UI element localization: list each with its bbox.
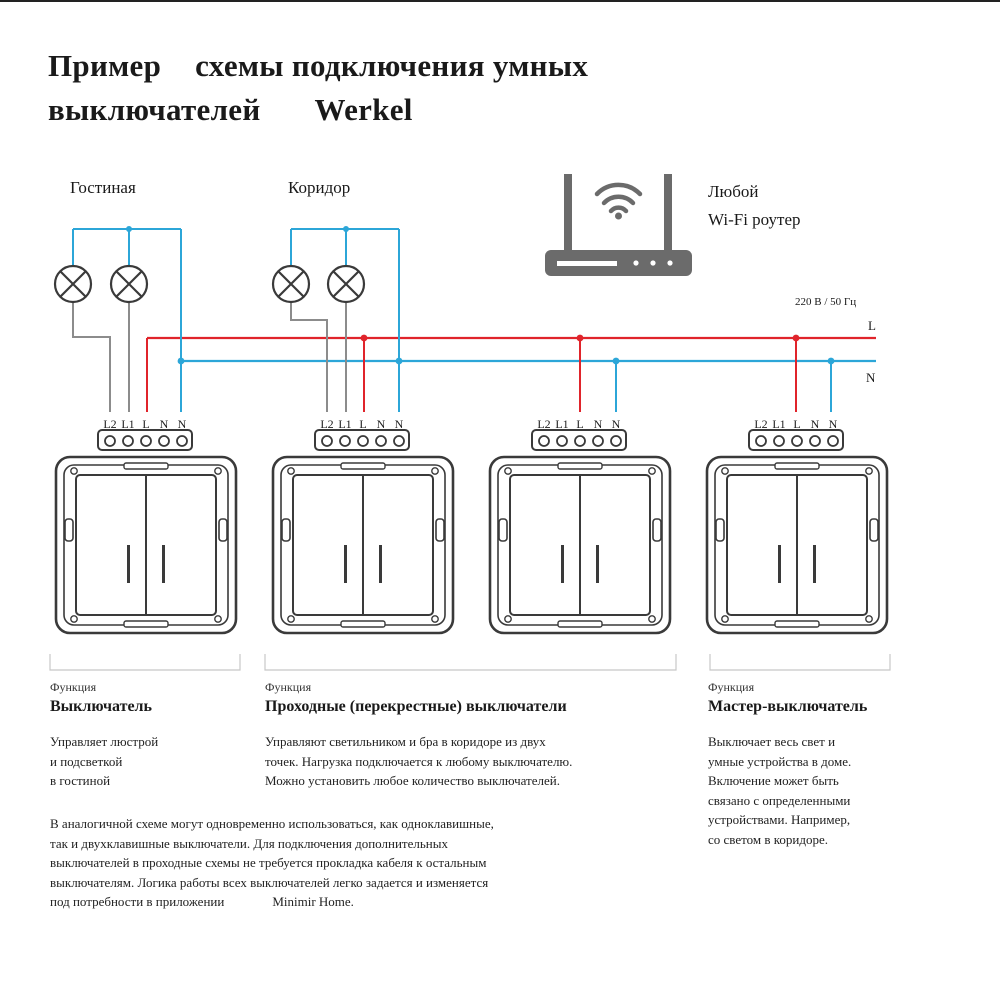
function-label-2: Функция [265, 680, 312, 694]
router-label: Любой Wi-Fi роутер [708, 178, 801, 234]
title-brand: Werkel [314, 92, 413, 127]
corridor-wiring [290, 228, 400, 412]
terminal-label: N [395, 417, 404, 431]
lamp-icon [326, 264, 366, 304]
terminal-label: L2 [103, 417, 116, 431]
note-line: под потребности в приложении Minimir Home… [50, 892, 570, 912]
note-line: выключателям. Логика работы всех выключа… [50, 874, 489, 890]
terminal-label: L1 [555, 417, 568, 431]
terminal-label: L [793, 417, 800, 431]
top-border [0, 0, 1000, 2]
title-word-1: Пример [48, 48, 162, 83]
terminal-label: L2 [754, 417, 767, 431]
terminal-label: N [829, 417, 838, 431]
app-name: Minimir Home. [272, 894, 354, 909]
note-line: так и двухклавишные выключатели. Для под… [50, 835, 448, 851]
lamp-icon [271, 264, 311, 304]
function-desc-1: Управляет люстрой и подсветкой в гостино… [50, 732, 158, 791]
terminal-label: L [359, 417, 366, 431]
page-title: Пример схемы подключения умных выключател… [48, 44, 748, 132]
terminal-label: L1 [772, 417, 785, 431]
desc-line: устройствами. Например, [708, 812, 851, 827]
function-title-1: Выключатель [50, 698, 152, 715]
function-brackets [49, 654, 891, 671]
terminal-label: L1 [338, 417, 351, 431]
terminal-label: N [612, 417, 621, 431]
desc-line: со светом в коридоре. [708, 831, 828, 847]
function-title-3: Мастер-выключатель [708, 698, 868, 715]
note-line: выключателей в проходные схемы не требуе… [50, 855, 487, 870]
lamp-icon [53, 264, 93, 304]
router-label-line1: Любой [708, 182, 759, 201]
line-N-label: N [866, 370, 876, 385]
terminal-label: L [142, 417, 149, 431]
terminal-label: N [811, 417, 820, 431]
router-label-line2: Wi-Fi роутер [708, 210, 801, 229]
desc-line: Выключает весь свет и [708, 734, 836, 749]
terminal-label: L1 [121, 417, 134, 431]
desc-line: умные устройства в доме. [708, 753, 852, 769]
desc-line: в гостиной [50, 773, 111, 788]
terminal-label: N [594, 417, 603, 431]
room-label-living: Гостиная [70, 178, 136, 197]
note-last-a: под потребности в приложении [50, 894, 225, 909]
terminal-label: L2 [320, 417, 333, 431]
living-room-wiring [72, 228, 182, 412]
function-desc-3: Выключает весь свет и умные устройства в… [708, 732, 851, 849]
desc-line: Управляют светильником и бра в коридоре … [265, 734, 546, 749]
title-word-2: выключателей [48, 92, 261, 127]
desc-line: Включение может быть [708, 773, 839, 788]
function-desc-2: Управляют светильником и бра в коридоре … [265, 732, 572, 791]
terminal-label: N [160, 417, 169, 431]
terminal-label: N [377, 417, 386, 431]
desc-line: точек. Нагрузка подключается к любому вы… [265, 753, 573, 769]
desc-line: Управляет люстрой [50, 734, 159, 749]
terminal-label: L2 [537, 417, 550, 431]
function-label-3: Функция [708, 680, 755, 694]
desc-line: и подсветкой [50, 753, 123, 769]
function-label-1: Функция [50, 680, 97, 694]
terminal-label: L [576, 417, 583, 431]
terminal-label: N [178, 417, 187, 431]
lamp-icon [109, 264, 149, 304]
router-icon [545, 174, 692, 276]
function-title-2: Проходные (перекрестные) выключатели [265, 698, 567, 715]
title-text-1: схемы подключения умных [195, 48, 589, 83]
desc-line: Можно установить любое количество выключ… [265, 773, 560, 788]
power-spec: 220 В / 50 Гц [795, 296, 857, 308]
wifi-icon [594, 182, 643, 220]
room-label-corridor: Коридор [288, 178, 351, 197]
note-line: В аналогичной схеме могут одновременно и… [50, 816, 494, 831]
bottom-note: В аналогичной схеме могут одновременно и… [50, 814, 570, 912]
desc-line: связано с определенными [708, 792, 851, 808]
line-L-label: L [868, 318, 876, 333]
